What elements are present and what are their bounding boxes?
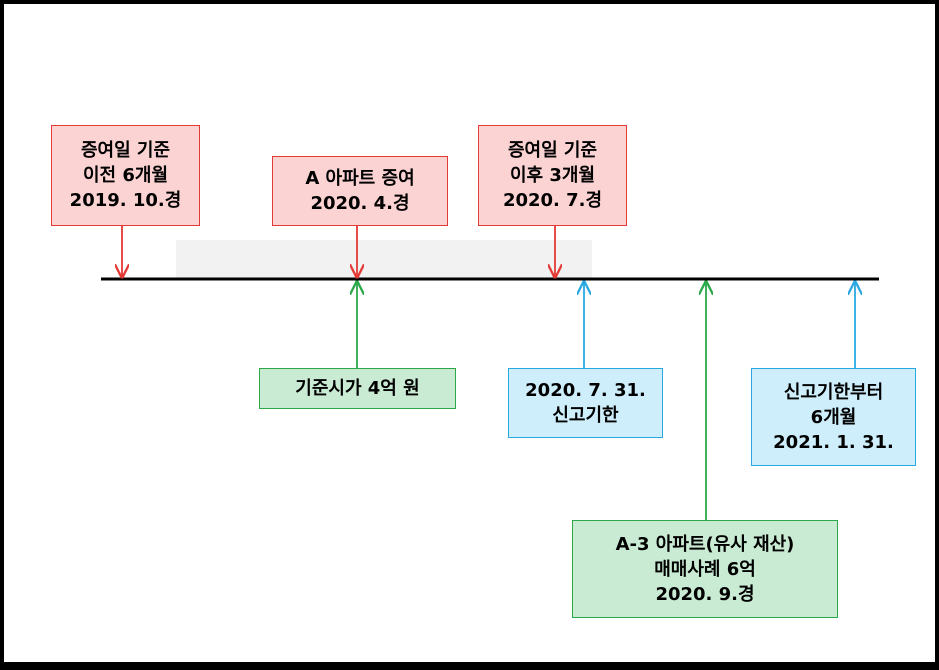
box-line: 2020. 7.경 — [502, 190, 603, 211]
box-gift-date: A 아파트 증여 2020. 4.경 — [272, 156, 448, 226]
box-line: 증여일 기준 — [507, 140, 598, 161]
box-line: A 아파트 증여 — [305, 168, 415, 189]
box-after-3-months: 증여일 기준 이후 3개월 2020. 7.경 — [478, 125, 627, 226]
box-standard-price: 기준시가 4억 원 — [259, 368, 456, 409]
box-line: 이전 6개월 — [82, 165, 169, 186]
box-line: 2019. 10.경 — [69, 190, 182, 211]
box-similar-property-sale: A-3 아파트(유사 재산) 매매사례 6억 2020. 9.경 — [572, 520, 838, 618]
box-line: 이후 3개월 — [509, 165, 596, 186]
box-line: 2020. 9.경 — [655, 583, 755, 605]
timeline-svg — [101, 225, 879, 520]
box-line: 기준시가 4억 원 — [295, 378, 420, 399]
box-line: 매매사례 6억 — [654, 558, 756, 580]
box-line: 신고기한부터 — [783, 381, 884, 403]
box-line: 2021. 1. 31. — [773, 431, 894, 453]
box-line: 6개월 — [810, 406, 857, 428]
box-line: A-3 아파트(유사 재산) — [615, 533, 795, 555]
box-line: 신고기한 — [552, 405, 619, 426]
box-filing-deadline: 2020. 7. 31. 신고기한 — [508, 368, 663, 438]
box-line: 증여일 기준 — [80, 140, 171, 161]
box-line: 2020. 4.경 — [310, 193, 410, 214]
diagram-canvas: 증여일 기준 이전 6개월 2019. 10.경 A 아파트 증여 2020. … — [4, 4, 935, 662]
box-line: 2020. 7. 31. — [525, 380, 646, 401]
box-before-6-months: 증여일 기준 이전 6개월 2019. 10.경 — [51, 125, 200, 226]
box-6-months-after-deadline: 신고기한부터 6개월 2021. 1. 31. — [751, 368, 916, 466]
faded-text-band — [176, 240, 592, 280]
